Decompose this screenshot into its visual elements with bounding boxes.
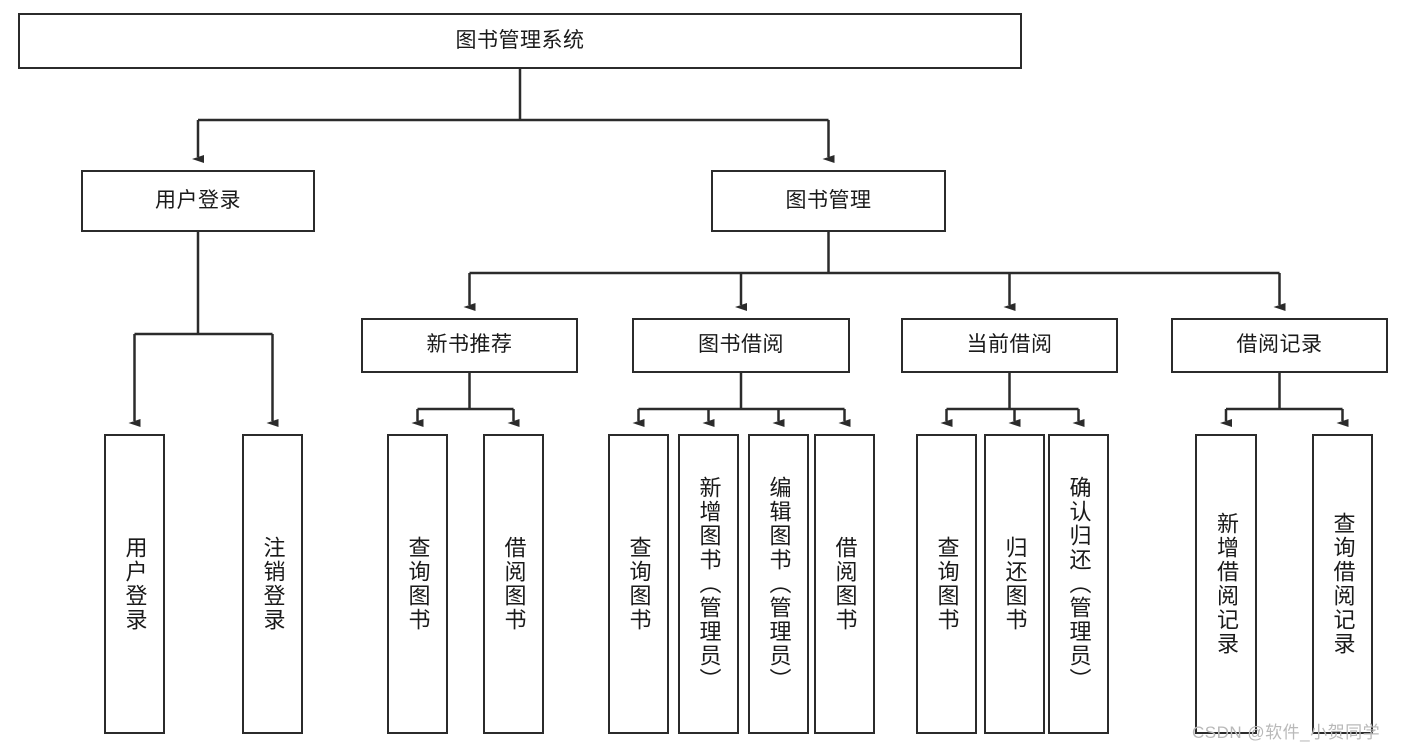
node-label: 用户登录 [122,536,148,632]
node-leaf-query-record[interactable]: 查询借阅记录 [1312,434,1373,734]
node-label: 查询借阅记录 [1330,512,1356,656]
node-label: 借阅记录 [1236,333,1323,357]
node-book-borrow[interactable]: 图书借阅 [632,318,850,373]
node-root[interactable]: 图书管理系统 [18,13,1022,69]
node-leaf-edit-book[interactable]: 编辑图书（管理员） [748,434,809,734]
node-label: 当前借阅 [966,333,1053,357]
node-label: 用户登录 [155,188,241,212]
node-label: 图书管理系统 [455,28,585,52]
node-leaf-logout[interactable]: 注销登录 [242,434,303,734]
node-leaf-borrow-book-rec[interactable]: 借阅图书 [483,434,544,734]
node-label: 查询图书 [934,536,960,632]
node-leaf-confirm-return[interactable]: 确认归还（管理员） [1048,434,1109,734]
node-label: 图书管理 [785,188,872,212]
node-leaf-add-book[interactable]: 新增图书（管理员） [678,434,739,734]
node-borrow-record[interactable]: 借阅记录 [1171,318,1388,373]
node-leaf-user-login[interactable]: 用户登录 [104,434,165,734]
node-current-borrow[interactable]: 当前借阅 [901,318,1118,373]
node-leaf-add-record[interactable]: 新增借阅记录 [1195,434,1257,734]
node-leaf-return-book[interactable]: 归还图书 [984,434,1045,734]
node-label: 新书推荐 [426,333,513,357]
node-user-login[interactable]: 用户登录 [81,170,315,232]
node-label: 图书借阅 [698,333,784,357]
node-label: 编辑图书（管理员） [766,476,792,692]
node-leaf-query-book-bor[interactable]: 查询图书 [608,434,669,734]
node-leaf-query-book-cur[interactable]: 查询图书 [916,434,977,734]
node-label: 确认归还（管理员） [1066,476,1092,692]
node-label: 新增借阅记录 [1214,512,1239,656]
node-label: 新增图书（管理员） [696,476,722,692]
node-label: 查询图书 [626,536,652,632]
node-label: 借阅图书 [501,536,527,632]
node-label: 归还图书 [1002,536,1028,632]
node-new-book-recommend[interactable]: 新书推荐 [361,318,578,373]
node-label: 注销登录 [260,536,286,632]
node-leaf-query-book-rec[interactable]: 查询图书 [387,434,448,734]
node-label: 查询图书 [405,536,431,632]
node-book-manage[interactable]: 图书管理 [711,170,946,232]
node-label: 借阅图书 [832,536,858,632]
node-leaf-borrow-book-bor[interactable]: 借阅图书 [814,434,875,734]
